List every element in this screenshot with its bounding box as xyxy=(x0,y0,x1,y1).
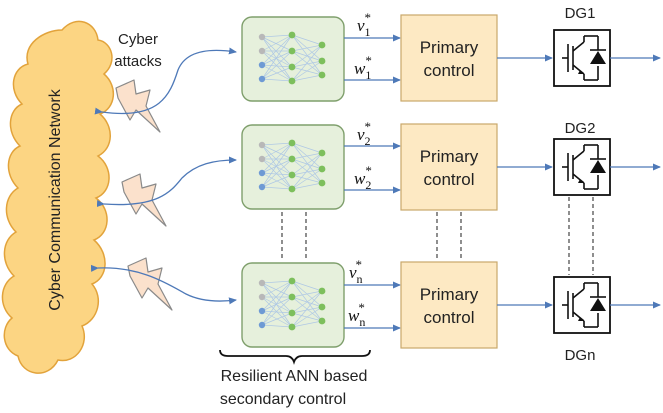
svg-text:Primary: Primary xyxy=(420,285,479,304)
setpoint-w1: w1* xyxy=(354,53,372,82)
setpoint-v2: v2* xyxy=(357,119,371,148)
cyber-communication-network-cloud: Cyber Communication Network xyxy=(1,20,114,374)
svg-text:vn*: vn* xyxy=(349,257,363,286)
igbt-switch-icon xyxy=(553,276,611,334)
ann-block xyxy=(241,124,345,210)
attack-label-line2: attacks xyxy=(114,53,162,70)
setpoint-vn: vn* xyxy=(349,257,363,286)
setpoint-wn: wn* xyxy=(348,300,365,329)
ann-brace xyxy=(219,349,371,365)
svg-text:Primary: Primary xyxy=(420,38,479,57)
neural-network-icon xyxy=(258,139,326,193)
dg-label: DG1 xyxy=(565,5,596,22)
attack-label-line1: Cyber xyxy=(118,31,158,48)
svg-text:w2*: w2* xyxy=(354,163,372,192)
cyber-link xyxy=(94,47,237,115)
primary-to-dg-arrows xyxy=(497,54,553,309)
neural-network-icon xyxy=(258,277,326,331)
ann-block xyxy=(241,16,345,102)
igbt-switch-icon xyxy=(553,138,611,196)
lightning-bolt-icon xyxy=(115,79,161,133)
svg-text:v1*: v1* xyxy=(357,10,371,39)
svg-text:wn*: wn* xyxy=(348,300,365,329)
neural-network-icon xyxy=(258,31,326,85)
cyber-link xyxy=(90,264,237,305)
svg-text:Primary: Primary xyxy=(420,147,479,166)
dg-label: DGn xyxy=(565,347,596,364)
dg-dashed-links xyxy=(568,197,594,275)
igbt-switch-icon xyxy=(553,29,611,87)
svg-text:control: control xyxy=(423,308,474,327)
cyber-link xyxy=(96,156,237,207)
lightning-bolt-icon xyxy=(127,257,173,311)
ann-dashed-links xyxy=(281,212,307,260)
primary-control-block: Primary control xyxy=(400,261,498,349)
setpoint-w2: w2* xyxy=(354,163,372,192)
dg-output-arrows xyxy=(610,54,661,309)
svg-text:v2*: v2* xyxy=(357,119,371,148)
ann-block xyxy=(241,262,345,348)
dg-label: DG2 xyxy=(565,120,596,137)
network-label: Cyber Communication Network xyxy=(47,88,64,310)
svg-text:control: control xyxy=(423,61,474,80)
primary-dashed-links xyxy=(436,212,462,260)
bracket-label-line2: secondary control xyxy=(220,391,346,408)
setpoint-v1: v1* xyxy=(357,10,371,39)
bracket-label-line1: Resilient ANN based xyxy=(221,368,368,385)
lightning-bolt-icon xyxy=(121,173,167,227)
signal-arrows xyxy=(344,34,401,332)
primary-control-block: Primary control xyxy=(400,123,498,211)
primary-control-block: Primary control xyxy=(400,14,498,102)
svg-text:control: control xyxy=(423,170,474,189)
svg-text:w1*: w1* xyxy=(354,53,372,82)
